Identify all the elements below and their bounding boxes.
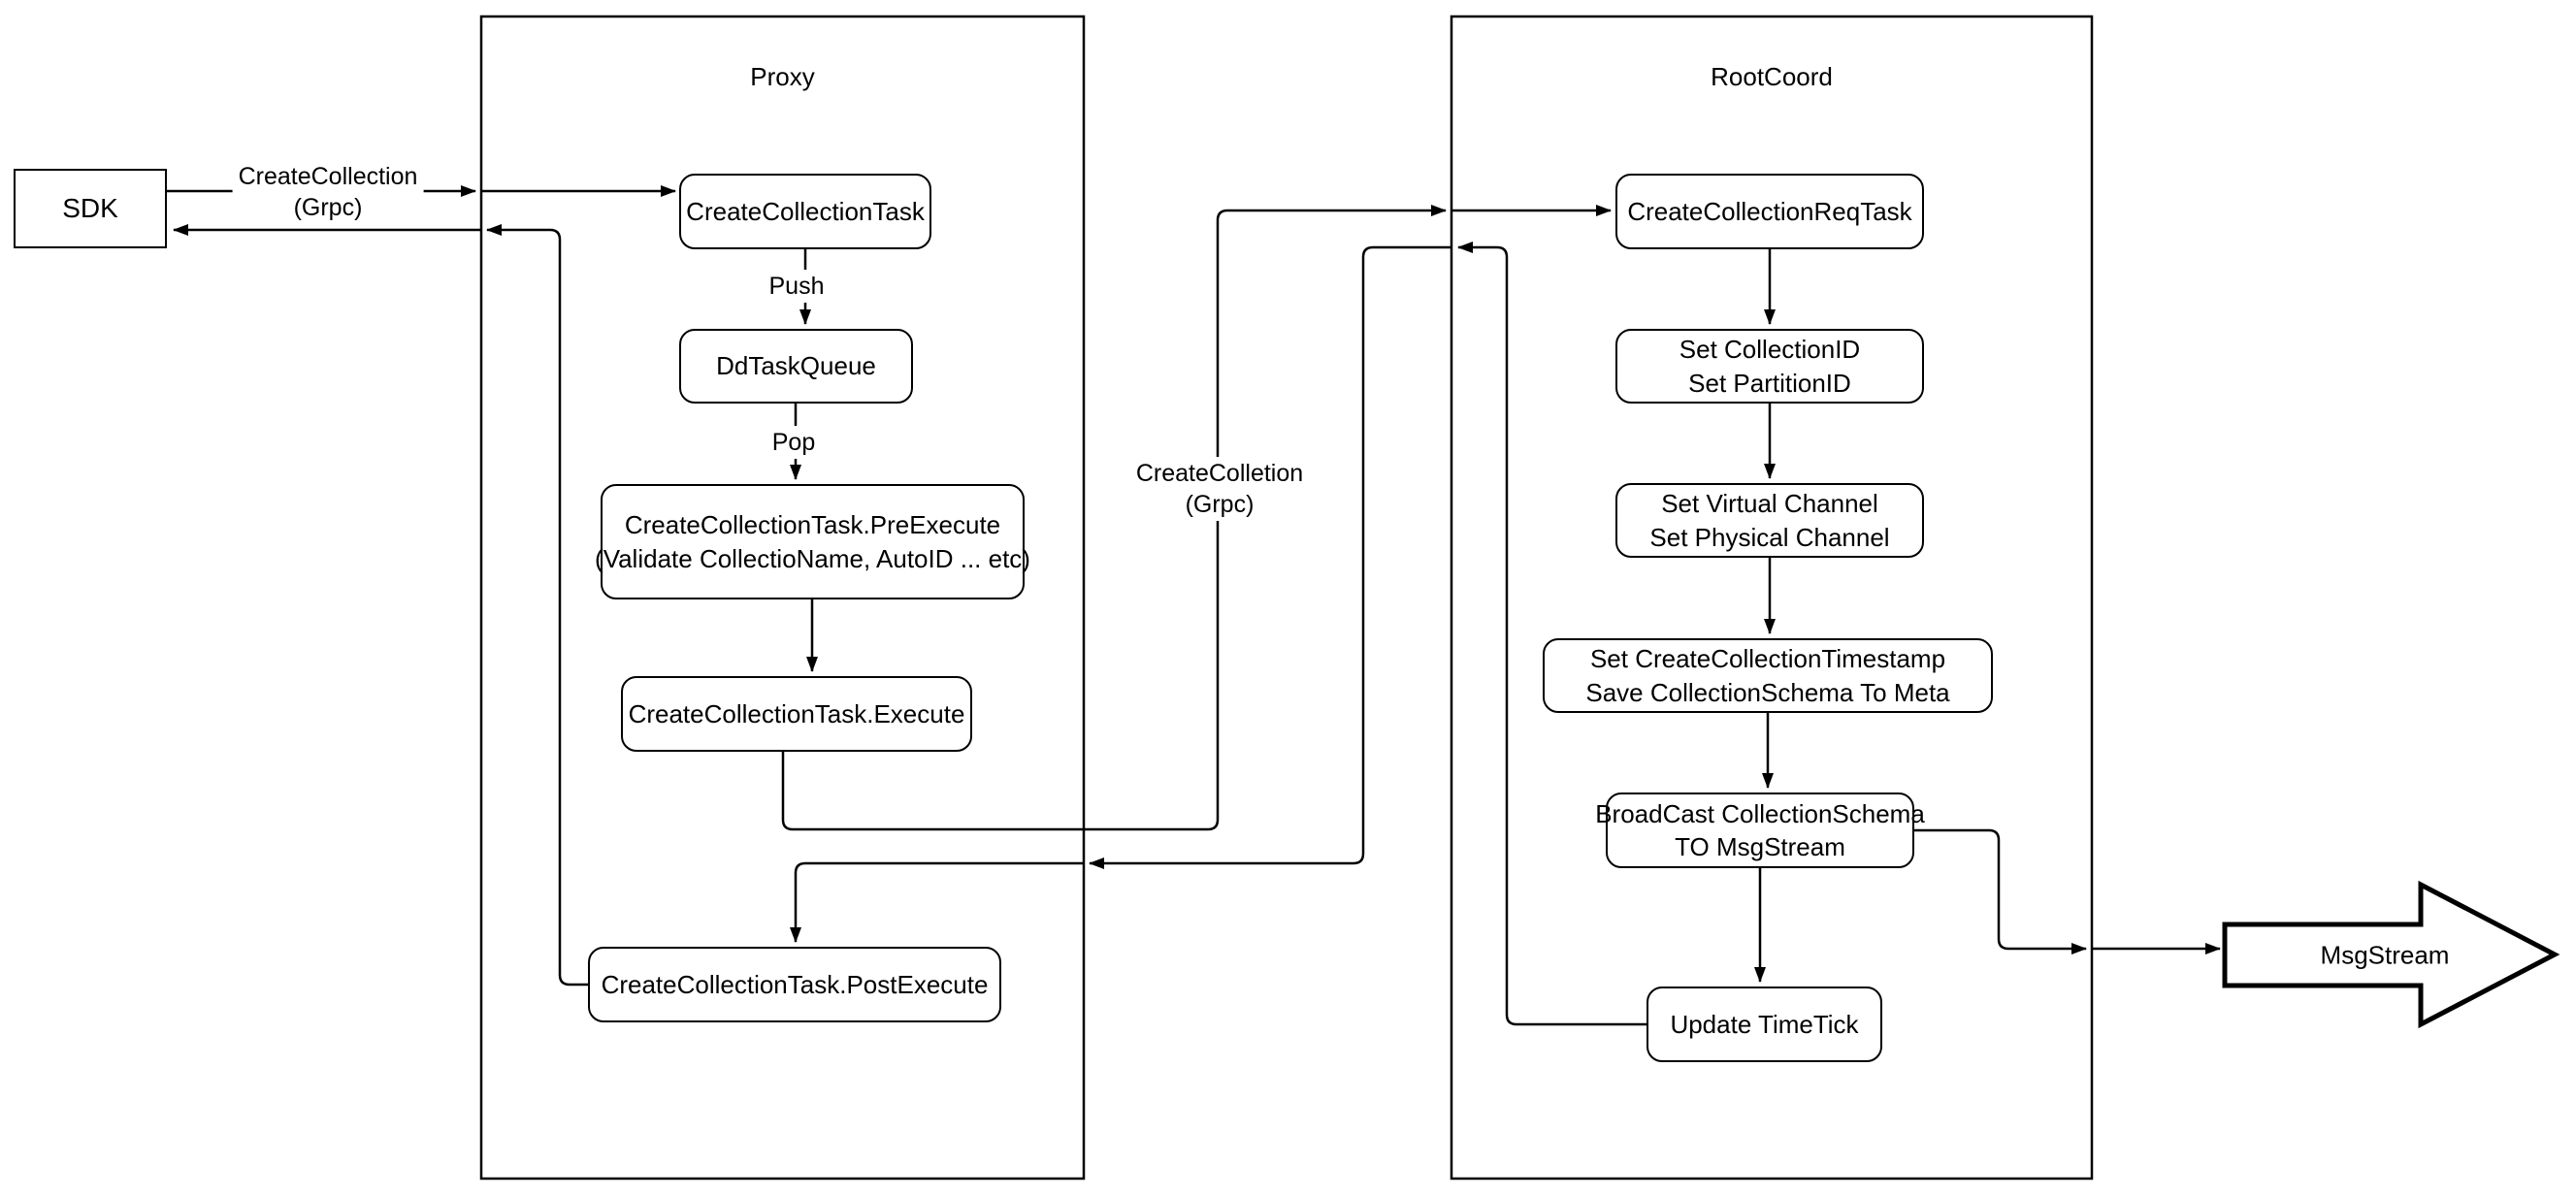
proxy-container-frame — [479, 15, 1086, 1181]
node-set-timestamp: Set CreateCollectionTimestamp Save Colle… — [1543, 638, 1993, 713]
edge-label-createcollection-grpc: CreateCollection (Grpc) — [232, 160, 424, 224]
edge-proxy-border-to-postexecute — [790, 861, 1084, 943]
rootcoord-container-title: RootCoord — [1711, 62, 1833, 91]
msgstream-label: MsgStream — [2320, 940, 2450, 970]
msgstream-block-arrow — [2222, 880, 2560, 1029]
node-set-ids: Set CollectionID Set PartitionID — [1615, 329, 1924, 404]
node-create-collection-task: CreateCollectionTask — [679, 174, 931, 249]
node-broadcast-schema: BroadCast CollectionSchema TO MsgStream — [1595, 793, 1925, 868]
node-preexecute: CreateCollectionTask.PreExecute (Validat… — [595, 484, 1030, 599]
node-dd-task-queue: DdTaskQueue — [679, 329, 913, 404]
node-postexecute: CreateCollectionTask.PostExecute — [588, 947, 1001, 1022]
node-sdk: SDK — [14, 169, 167, 248]
edge-broadcast-to-rootcoord-right-border — [1914, 828, 2087, 954]
edge-updatetimetick-to-rootcoord-left-border — [1457, 242, 1647, 1026]
edge-label-push: Push — [763, 270, 831, 303]
node-update-timetick: Update TimeTick — [1647, 987, 1882, 1062]
edge-rootcoord-border-to-proxy-border-return — [1089, 245, 1451, 869]
edge-postexecute-to-proxy-left-border — [486, 224, 588, 987]
proxy-container-title: Proxy — [750, 62, 815, 91]
node-create-collection-req-task: CreateCollectionReqTask — [1615, 174, 1924, 249]
edge-label-pop: Pop — [766, 426, 822, 459]
edge-label-createcolletion-grpc: CreateColletion (Grpc) — [1129, 457, 1310, 521]
node-execute: CreateCollectionTask.Execute — [621, 676, 972, 752]
rootcoord-container-frame — [1450, 15, 2094, 1181]
edge-execute-to-rootcoord-border — [781, 205, 1447, 831]
node-set-channels: Set Virtual Channel Set Physical Channel — [1615, 483, 1924, 558]
